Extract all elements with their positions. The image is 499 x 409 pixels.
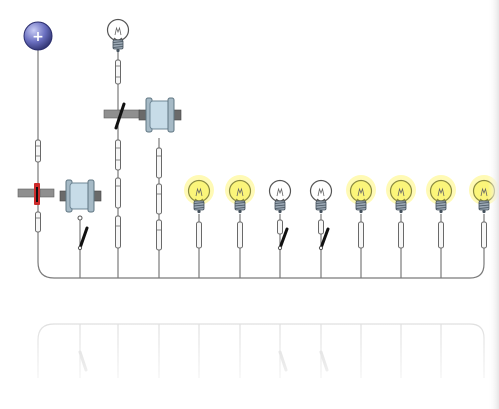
resistor xyxy=(398,221,404,249)
resistor xyxy=(156,183,162,215)
bulb-6[interactable] xyxy=(386,175,416,214)
resistor xyxy=(481,221,487,249)
bus-wire xyxy=(37,50,485,279)
resistor xyxy=(156,219,162,251)
knife-switch-upper[interactable] xyxy=(103,102,141,130)
resistor xyxy=(35,211,41,233)
bulb-5[interactable] xyxy=(346,175,376,214)
switch-lever-bulb-4[interactable] xyxy=(319,227,330,250)
relay-coil[interactable] xyxy=(59,179,102,213)
floor-reflection xyxy=(0,300,499,409)
resistors xyxy=(35,59,487,251)
switch-pivot xyxy=(77,215,83,221)
bulbs xyxy=(106,18,499,214)
resistor xyxy=(438,221,444,249)
bulb-4[interactable] xyxy=(309,179,333,214)
resistor xyxy=(277,219,283,235)
switches xyxy=(77,226,330,251)
resistor xyxy=(318,219,324,235)
resistor xyxy=(196,221,202,249)
battery[interactable]: + xyxy=(23,21,53,51)
battery-icon xyxy=(23,21,53,51)
bulb-1[interactable] xyxy=(184,175,214,214)
resistor xyxy=(156,147,162,179)
switch-lever-relay[interactable] xyxy=(78,226,89,250)
resistor xyxy=(237,221,243,249)
knife-lever xyxy=(114,102,126,130)
bulb-3[interactable] xyxy=(268,179,292,214)
resistor xyxy=(115,177,121,209)
bulb-top[interactable] xyxy=(106,18,130,53)
battery-terminal-label: + xyxy=(32,29,44,45)
right-edge-shade xyxy=(488,0,499,409)
resistor xyxy=(115,59,121,85)
resistor xyxy=(35,139,41,163)
bulb-7[interactable] xyxy=(426,175,456,214)
resistor xyxy=(115,215,121,249)
resistor xyxy=(115,139,121,171)
switch-lever-bulb-3[interactable] xyxy=(278,227,289,250)
wires xyxy=(37,50,485,279)
relay-coil-upper[interactable] xyxy=(138,97,182,133)
bulb-2[interactable] xyxy=(225,175,255,214)
knife-switch[interactable] xyxy=(17,183,55,205)
resistor xyxy=(358,221,364,249)
